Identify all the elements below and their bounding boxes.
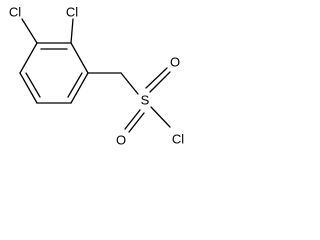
ring-double-bond-inner-3 — [25, 72, 41, 98]
atom-label-o-lower: O — [116, 133, 126, 148]
bond-s-to-o-upper-1 — [145, 67, 168, 89]
benzene-ring — [19, 42, 89, 104]
bond-ring-to-cl-right — [70, 18, 74, 44]
atom-label-s: S — [141, 93, 150, 108]
structure-canvas: Cl Cl S O O Cl — [0, 0, 196, 155]
bond-s-to-cl — [150, 106, 171, 128]
atom-label-cl-ring-left: Cl — [9, 5, 21, 20]
atom-label-cl-sulfonyl: Cl — [172, 132, 184, 147]
bond-ch2-to-s — [120, 72, 139, 95]
bond-s-to-o-upper-2 — [149, 71, 171, 93]
bond-s-to-o-lower-2 — [128, 112, 145, 133]
ring-bond-c6-c1 — [19, 42, 38, 74]
atom-label-o-upper: O — [170, 55, 180, 70]
bond-ring-to-cl-left — [21, 18, 38, 44]
bond-s-to-o-lower-1 — [124, 109, 141, 130]
ring-bond-c2-c3 — [70, 42, 89, 74]
molecule-structure: Cl Cl S O O Cl — [9, 5, 184, 148]
ring-double-bond-inner-2 — [67, 72, 83, 98]
atom-label-cl-ring-right: Cl — [66, 5, 78, 20]
ring-bond-c5-c6 — [19, 72, 38, 104]
ring-bond-c3-c4 — [70, 72, 89, 104]
